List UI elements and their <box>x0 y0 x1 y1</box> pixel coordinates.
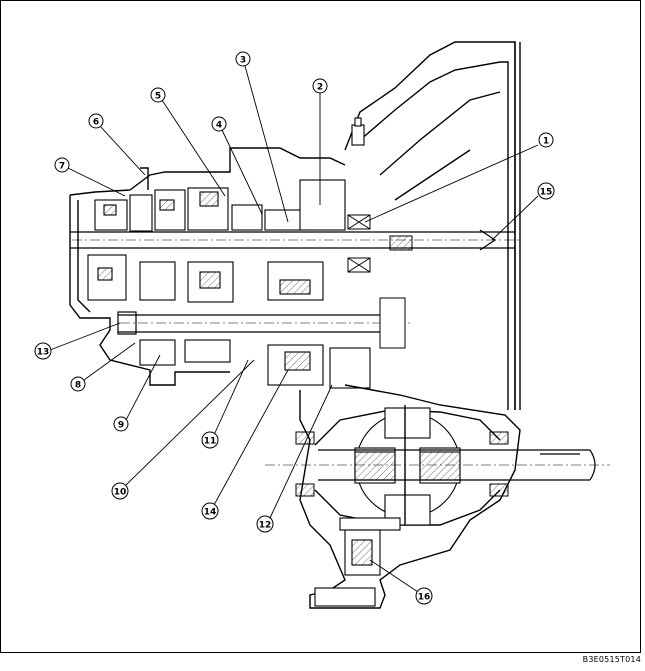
svg-text:6: 6 <box>93 118 99 128</box>
callout-2: 2 <box>312 78 328 94</box>
figure-reference-code: B3E0515T014 <box>582 655 641 664</box>
svg-text:11: 11 <box>204 437 217 447</box>
lower-gear-cluster <box>139 339 371 389</box>
callout-10: 10 <box>111 482 129 500</box>
svg-text:3: 3 <box>240 56 246 66</box>
upper-gear-cluster <box>94 179 346 232</box>
callout-15: 15 <box>537 182 555 200</box>
svg-text:4: 4 <box>216 121 222 131</box>
bearings <box>295 214 509 497</box>
svg-text:10: 10 <box>114 488 127 498</box>
differential-gears <box>339 405 461 531</box>
svg-text:14: 14 <box>204 508 217 518</box>
diagram-frame <box>0 0 641 653</box>
svg-text:16: 16 <box>418 593 431 603</box>
callout-12: 12 <box>256 515 274 533</box>
front-cover <box>69 147 346 386</box>
svg-text:2: 2 <box>317 83 323 93</box>
svg-text:8: 8 <box>75 381 81 391</box>
callout-6: 6 <box>88 113 104 129</box>
breather-plug <box>351 117 365 146</box>
callout-5: 5 <box>150 87 166 103</box>
counter-shaft <box>117 311 410 335</box>
svg-text:12: 12 <box>259 521 272 531</box>
callout-9: 9 <box>113 416 129 432</box>
callout-4: 4 <box>211 116 227 132</box>
callout-3: 3 <box>235 51 251 67</box>
svg-text:1: 1 <box>543 137 549 147</box>
svg-text:13: 13 <box>37 348 50 358</box>
svg-text:9: 9 <box>118 421 124 431</box>
leader-lines <box>49 65 539 593</box>
drive-pinion <box>314 529 381 607</box>
callout-8: 8 <box>70 376 86 392</box>
callout-13: 13 <box>34 342 52 360</box>
callouts: 1 2 3 4 5 6 7 <box>34 51 555 605</box>
svg-text:15: 15 <box>540 188 553 198</box>
output-axle <box>265 449 610 481</box>
callout-1: 1 <box>538 132 554 148</box>
main-housing <box>344 41 521 410</box>
callout-7: 7 <box>54 157 70 173</box>
callout-11: 11 <box>201 431 219 449</box>
callout-16: 16 <box>415 587 433 605</box>
svg-text:7: 7 <box>59 162 65 172</box>
middle-gear-cluster <box>87 254 324 303</box>
svg-text:5: 5 <box>155 92 161 102</box>
input-shaft <box>70 229 520 251</box>
callout-14: 14 <box>201 502 219 520</box>
